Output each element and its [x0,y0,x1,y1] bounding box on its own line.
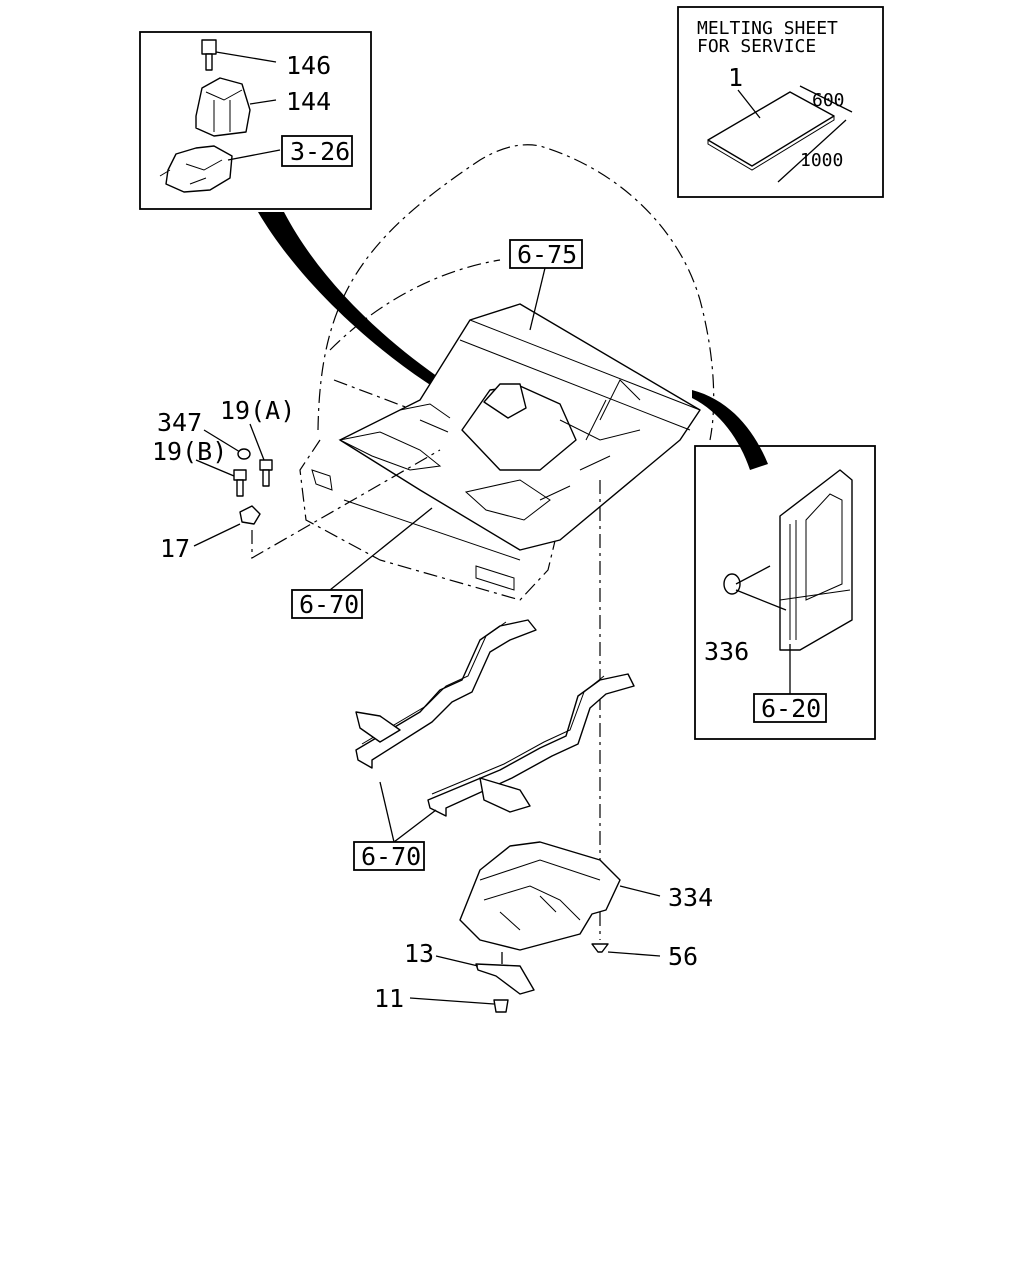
dim-width-line [799,85,853,113]
door-inset: 336 6-20 [694,445,876,740]
leader-336-b [735,589,787,611]
console-inset-frame [139,31,372,210]
floor-ribs [399,403,641,501]
cab-roof-outline [317,144,715,441]
part-19b-shank [236,479,244,497]
floor-rear-edge [459,319,701,431]
inset-pointer-console [258,212,490,416]
part-347-washer [237,448,251,460]
melting-sheet-edge [707,116,835,171]
label-17: 17 [160,534,190,563]
leader-3-26 [227,149,281,161]
rail-right-inner [431,675,605,795]
ref-6-70-floor: 6-70 [299,590,359,619]
rail-right-bracket [479,777,531,813]
headlamp-right [475,565,515,591]
dim-width: 600 [812,90,845,111]
part-17-bracket [239,505,261,525]
melting-sheet-inset: MELTING SHEET FOR SERVICE 1 600 1000 [677,6,884,198]
label-56: 56 [668,942,698,971]
leader-6-75 [529,267,546,331]
shift-mechanism [165,145,233,193]
floor-console-mount [483,383,527,419]
cab-windshield-line [329,259,501,351]
dim-length-line [777,119,847,183]
ref-box-6-70-floor [291,589,363,619]
label-11: 11 [374,984,404,1013]
leader-17-to-floor [251,449,441,560]
ref-6-70-rails: 6-70 [361,842,421,871]
shift-mechanism-details [159,159,223,185]
leader-11 [409,997,495,1005]
melting-sheet-title-line1: MELTING SHEET [697,18,838,39]
console-inset: 146 144 3-26 [139,31,372,210]
part-144-details [205,89,243,132]
label-19b: 19(B) [152,437,227,466]
floor-pillar [585,379,641,441]
label-13: 13 [404,939,434,968]
leader-19a [249,423,265,461]
cab-front-outline [299,439,611,601]
melting-sheet-part-number: 1 [728,63,743,92]
label-146: 146 [286,51,331,80]
rail-left-bracket [355,711,401,743]
door-inset-frame [694,445,876,740]
tunnel-cover-assembly: 334 56 13 11 [374,841,713,1013]
part-144-boot [195,77,251,137]
inset-pointer-door [692,390,768,470]
leader-144 [249,99,277,105]
part-146-stem [205,53,213,71]
ref-6-20: 6-20 [761,694,821,723]
dim-length: 1000 [800,150,843,171]
door-pillar-lines [779,520,851,640]
melting-sheet-leader [737,89,761,119]
part-56-clip [591,943,609,953]
ref-3-26: 3-26 [290,137,350,166]
leader-6-70-floor [329,507,433,591]
part-19b-head [233,469,247,481]
bumper-line [343,499,521,561]
part-19a-head [259,459,273,471]
label-336: 336 [704,637,749,666]
ref-box-6-75 [509,239,583,269]
headlamp-left [311,469,333,491]
label-19a: 19(A) [220,396,295,425]
ref-6-75: 6-75 [517,240,577,269]
label-144: 144 [286,87,331,116]
leader-17 [193,523,241,547]
rail-right [427,673,635,817]
label-334: 334 [668,883,713,912]
part-336-plug [723,573,741,595]
part-334-details [479,859,601,931]
floor-left-well [338,431,442,471]
leader-334 [619,885,661,897]
melting-sheet-frame [677,6,884,198]
part-146-knob [201,39,217,55]
ref-box-6-20 [753,693,827,723]
melting-sheet-title-line2: FOR SERVICE [697,36,816,57]
leader-336-a [735,565,771,585]
label-347: 347 [157,408,202,437]
floor-assembly [338,303,701,551]
floor-right-well [464,479,551,521]
fastener-cluster: 347 19(A) 19(B) 17 [152,396,441,563]
door-window [805,493,843,601]
leader-19b [195,459,235,477]
leader-6-70-rail-left [379,781,395,843]
leader-146 [215,51,277,63]
ref-box-6-70-rails [353,841,425,871]
leader-347 [203,429,241,453]
frame-rails: 6-70 [353,619,635,871]
part-19a-shank [262,469,270,487]
ref-box-3-26 [281,135,353,167]
rail-left [355,619,537,769]
leader-6-70-rail-right [393,809,437,843]
leader-13 [435,955,479,967]
rail-left-inner [361,621,507,745]
part-11-nut [493,999,509,1013]
part-13-strip [475,963,535,995]
leader-56 [607,951,661,957]
door-panel [779,469,853,651]
